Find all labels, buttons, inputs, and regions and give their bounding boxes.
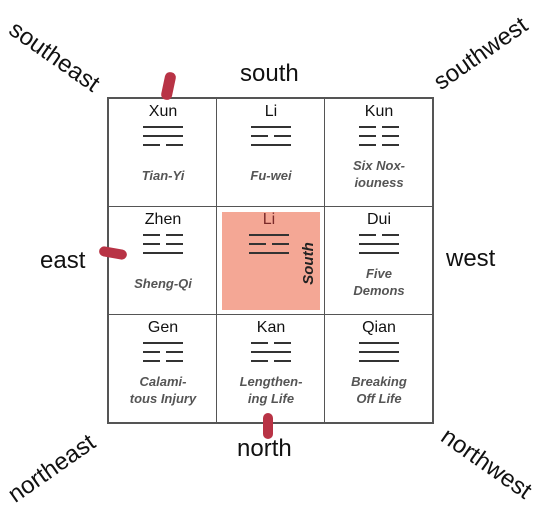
trigram-icon	[251, 339, 291, 366]
direction-south: south	[240, 60, 299, 87]
trigram-name: Qian	[362, 319, 396, 336]
direction-southwest: southwest	[428, 11, 533, 96]
trigram-name: Kun	[364, 103, 394, 120]
grid-divider	[109, 314, 432, 315]
grid-divider	[216, 99, 217, 422]
star-label: Calami- tous Injury	[129, 374, 197, 406]
trigram-icon	[359, 231, 399, 258]
star-label: Five Demons	[353, 266, 405, 298]
direction-northwest: northwest	[435, 422, 537, 505]
star-label: Tian-Yi	[141, 168, 185, 183]
star-label: Breaking Off Life	[351, 374, 407, 406]
star-label: Lengthen- ing Life	[239, 374, 303, 406]
direction-north: north	[237, 435, 292, 462]
direction-southeast: southeast	[3, 15, 105, 98]
star-label: Sheng-Qi	[134, 276, 192, 291]
direction-west: west	[446, 245, 496, 272]
trigram-icon	[359, 123, 399, 150]
trigram-icon	[251, 123, 291, 150]
center-highlight	[222, 212, 320, 310]
trigram-icon	[143, 231, 183, 258]
trigram-icon	[359, 339, 399, 366]
star-label: Fu-wei	[250, 168, 292, 183]
direction-east: east	[40, 247, 86, 274]
center-cell: Li South	[215, 205, 323, 313]
trigram-name: Li	[264, 103, 278, 120]
star-label: Six Nox- iouness	[352, 158, 405, 190]
trigram-name: Gen	[147, 319, 179, 336]
north-marker	[263, 413, 273, 439]
trigram-icon	[143, 339, 183, 366]
grid-divider	[324, 99, 325, 422]
center-trigram-icon	[249, 231, 289, 258]
trigram-name: Kan	[256, 319, 286, 336]
center-trigram-name: Li	[262, 211, 276, 228]
direction-northeast: northeast	[3, 428, 101, 509]
trigram-name: Dui	[366, 211, 391, 228]
trigram-name: Zhen	[144, 211, 182, 228]
trigram-name: Xun	[148, 103, 178, 120]
grid-divider	[109, 206, 432, 207]
trigram-icon	[143, 123, 183, 150]
center-south-label: South	[299, 242, 317, 285]
